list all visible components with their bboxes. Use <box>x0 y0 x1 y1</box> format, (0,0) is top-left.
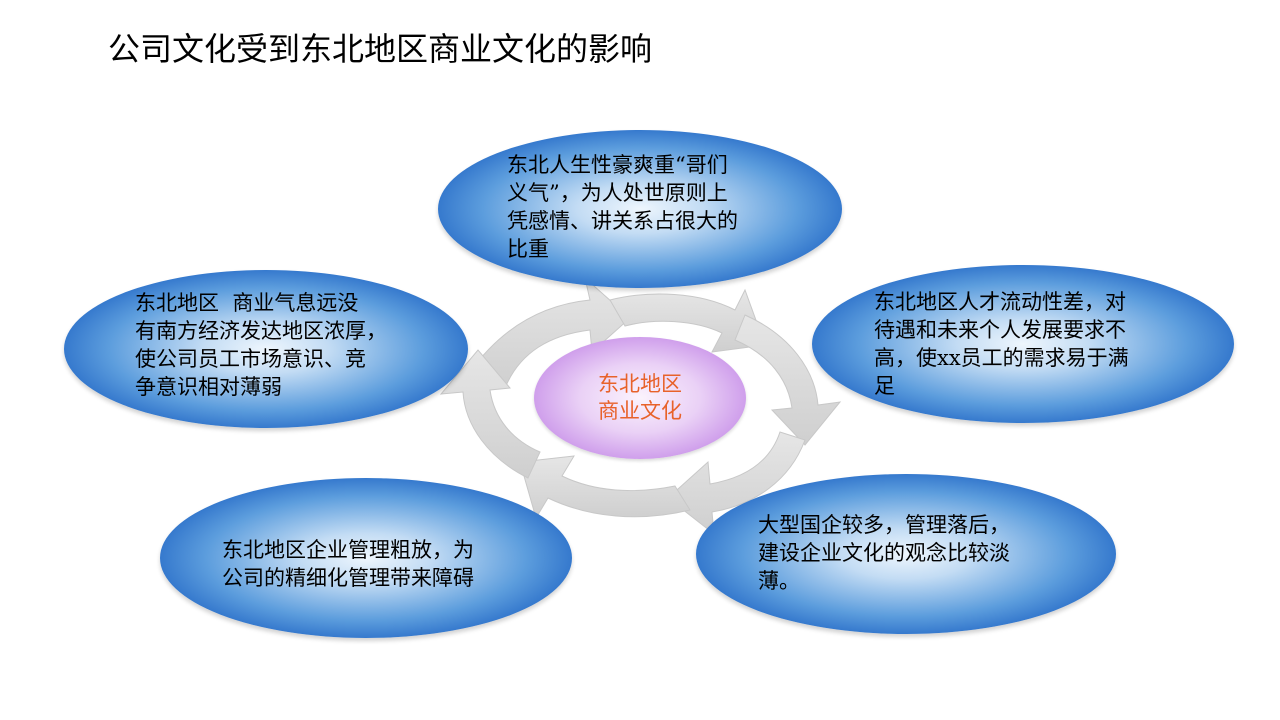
arrow-upper-left <box>469 276 631 389</box>
node-top-line: 凭感情、讲关系占很大的 <box>507 209 738 233</box>
node-right-text: 东北地区人才流动性差，对 待遇和未来个人发展要求不 高，使xx员工的需求易于满 … <box>874 288 1129 400</box>
node-left-text: 东北地区 商业气息远没 有南方经济发达地区浓厚， 使公司员工市场意识、竞 争意识… <box>135 289 387 401</box>
node-bottom-right-oval <box>696 474 1116 634</box>
node-bottom-right-line: 大型国企较多，管理落后， <box>758 513 1010 537</box>
node-right-oval <box>812 265 1234 423</box>
node-bottom-right-text: 大型国企较多，管理落后， 建设企业文化的观念比较淡 薄。 <box>758 511 1010 595</box>
node-left-oval <box>64 270 468 428</box>
node-top-text: 东北人生性豪爽重“哥们 义气”，为人处世原则上 凭感情、讲关系占很大的 比重 <box>507 151 738 263</box>
node-right-line: 东北地区人才流动性差，对 <box>874 290 1126 314</box>
arrow-lower-left <box>439 349 541 479</box>
node-bottom-left-line: 公司的精细化管理带来障碍 <box>222 566 474 590</box>
node-bottom-left-line: 东北地区企业管理粗放，为 <box>222 538 474 562</box>
node-bottom-left-text: 东北地区企业管理粗放，为 公司的精细化管理带来障碍 <box>222 536 474 592</box>
node-top-oval <box>438 130 842 288</box>
node-top-line: 东北人生性豪爽重“哥们 <box>507 153 728 177</box>
node-left-line: 争意识相对薄弱 <box>135 375 282 399</box>
node-right-line: 待遇和未来个人发展要求不 <box>874 318 1126 342</box>
node-bottom-right-line: 建设企业文化的观念比较淡 <box>758 541 1010 565</box>
arrow-bottom <box>519 455 691 520</box>
center-node-line: 东北地区 <box>598 372 682 396</box>
node-right-line: 高，使xx员工的需求易于满 <box>874 346 1129 370</box>
center-node-text: 东北地区 商业文化 <box>534 371 746 425</box>
arrow-lower-right <box>667 431 806 536</box>
node-bottom-right-line: 薄。 <box>758 569 800 593</box>
node-top-line: 比重 <box>507 237 549 261</box>
node-right-line: 足 <box>874 374 895 398</box>
center-node: 东北地区 商业文化 <box>534 337 746 459</box>
node-left-line: 有南方经济发达地区浓厚， <box>135 319 387 343</box>
center-node-line: 商业文化 <box>598 399 682 423</box>
page-title: 公司文化受到东北地区商业文化的影响 <box>108 30 653 68</box>
arrow-upper-right <box>734 314 842 446</box>
node-left-line: 使公司员工市场意识、竞 <box>135 347 366 371</box>
node-left-line: 东北地区 商业气息远没 <box>135 291 359 315</box>
node-bottom-left-oval <box>160 478 572 638</box>
node-top-line: 义气”，为人处世原则上 <box>507 181 728 205</box>
